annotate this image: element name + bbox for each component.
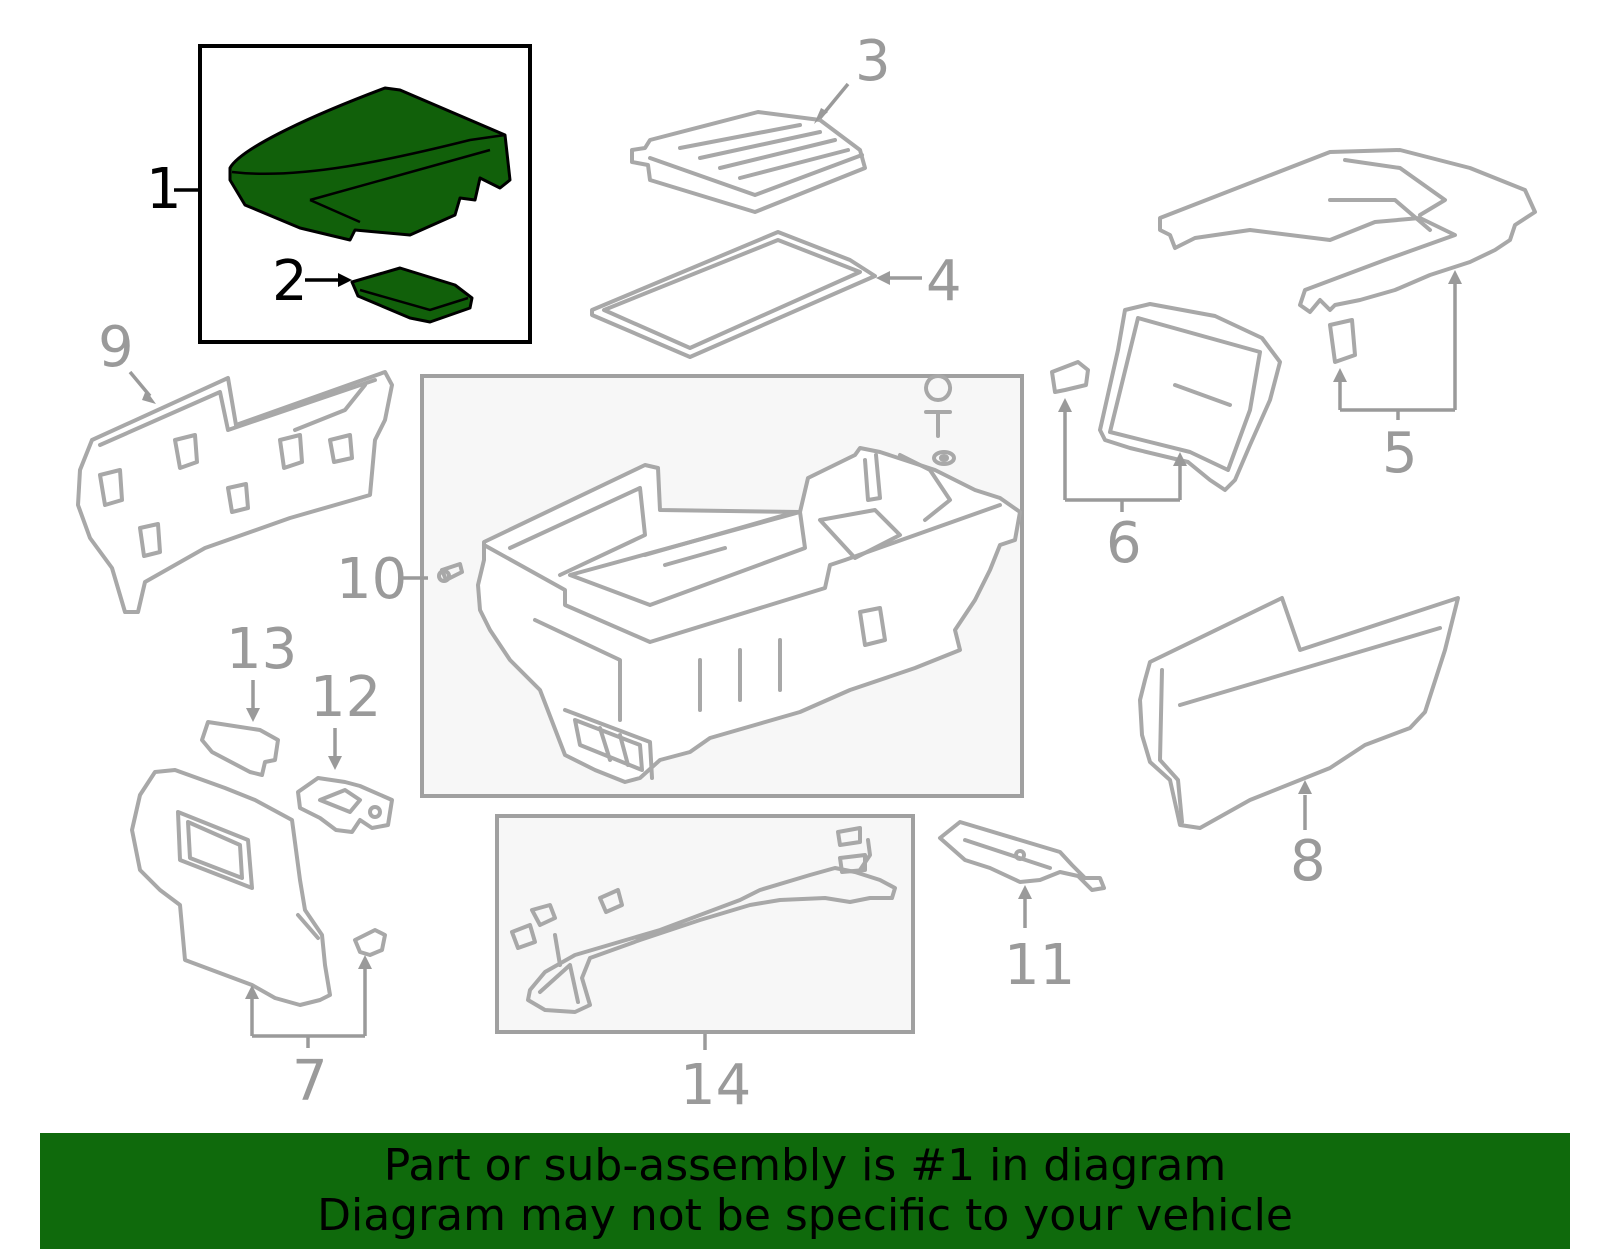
callout-9[interactable]: 9 xyxy=(98,315,134,380)
armrest-lid-part-1[interactable] xyxy=(228,86,512,242)
callout-14[interactable]: 14 xyxy=(680,1053,751,1118)
parts-diagram: 1 2 3 4 5 xyxy=(76,29,1537,1118)
part-7-rear-panel[interactable] xyxy=(130,768,387,1048)
part-9-side-panel-left[interactable] xyxy=(76,370,394,614)
part-10-console-body[interactable] xyxy=(402,374,1024,798)
callout-13[interactable]: 13 xyxy=(226,617,297,682)
part-4-mat[interactable] xyxy=(590,230,922,359)
part-1-group[interactable] xyxy=(174,44,532,344)
callout-12[interactable]: 12 xyxy=(310,665,381,730)
callout-11[interactable]: 11 xyxy=(1004,933,1075,998)
callout-10[interactable]: 10 xyxy=(336,547,407,612)
callout-7[interactable]: 7 xyxy=(292,1049,328,1114)
callout-1[interactable]: 1 xyxy=(146,157,182,222)
part-3-tray[interactable] xyxy=(630,82,867,214)
part-11-bracket-plate[interactable] xyxy=(938,820,1106,928)
part-12-bracket[interactable] xyxy=(296,728,394,834)
part-14-harness[interactable] xyxy=(495,814,915,1050)
part-6-front-panel[interactable] xyxy=(1050,302,1282,512)
part-5-upper-trim[interactable] xyxy=(1158,148,1537,420)
pad-part-2[interactable] xyxy=(350,266,474,324)
banner-line-2: Diagram may not be specific to your vehi… xyxy=(317,1190,1293,1241)
info-banner: Part or sub-assembly is #1 in diagram Di… xyxy=(40,1133,1570,1249)
part-8-side-panel-right[interactable] xyxy=(1138,596,1460,830)
callout-5[interactable]: 5 xyxy=(1382,421,1418,486)
banner-line-1: Part or sub-assembly is #1 in diagram xyxy=(383,1140,1227,1191)
callout-2[interactable]: 2 xyxy=(272,249,308,314)
callout-3[interactable]: 3 xyxy=(855,29,891,94)
part-13-clip[interactable] xyxy=(200,680,280,777)
callout-4[interactable]: 4 xyxy=(926,249,962,314)
callout-8[interactable]: 8 xyxy=(1290,829,1326,894)
callout-6[interactable]: 6 xyxy=(1106,511,1142,576)
